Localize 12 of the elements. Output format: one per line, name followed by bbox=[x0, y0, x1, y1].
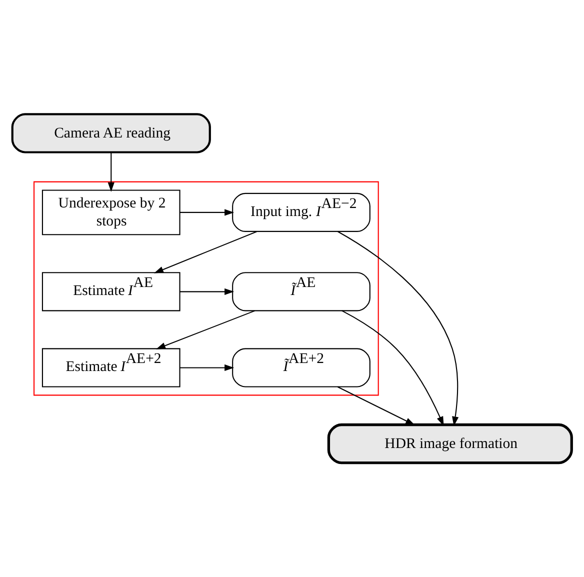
arrow bbox=[108, 152, 114, 192]
arrow bbox=[337, 386, 416, 426]
arrow bbox=[337, 231, 459, 426]
node-box: Underexpose by 2 stops bbox=[42, 190, 180, 236]
arrow bbox=[180, 288, 234, 295]
node-box: Camera AE reading bbox=[11, 113, 211, 154]
arrow bbox=[342, 310, 444, 426]
arrow bbox=[180, 209, 234, 216]
arrow bbox=[156, 310, 255, 350]
arrow bbox=[180, 364, 234, 372]
node-box: HDR image formation bbox=[327, 423, 573, 464]
arrow bbox=[154, 231, 257, 274]
